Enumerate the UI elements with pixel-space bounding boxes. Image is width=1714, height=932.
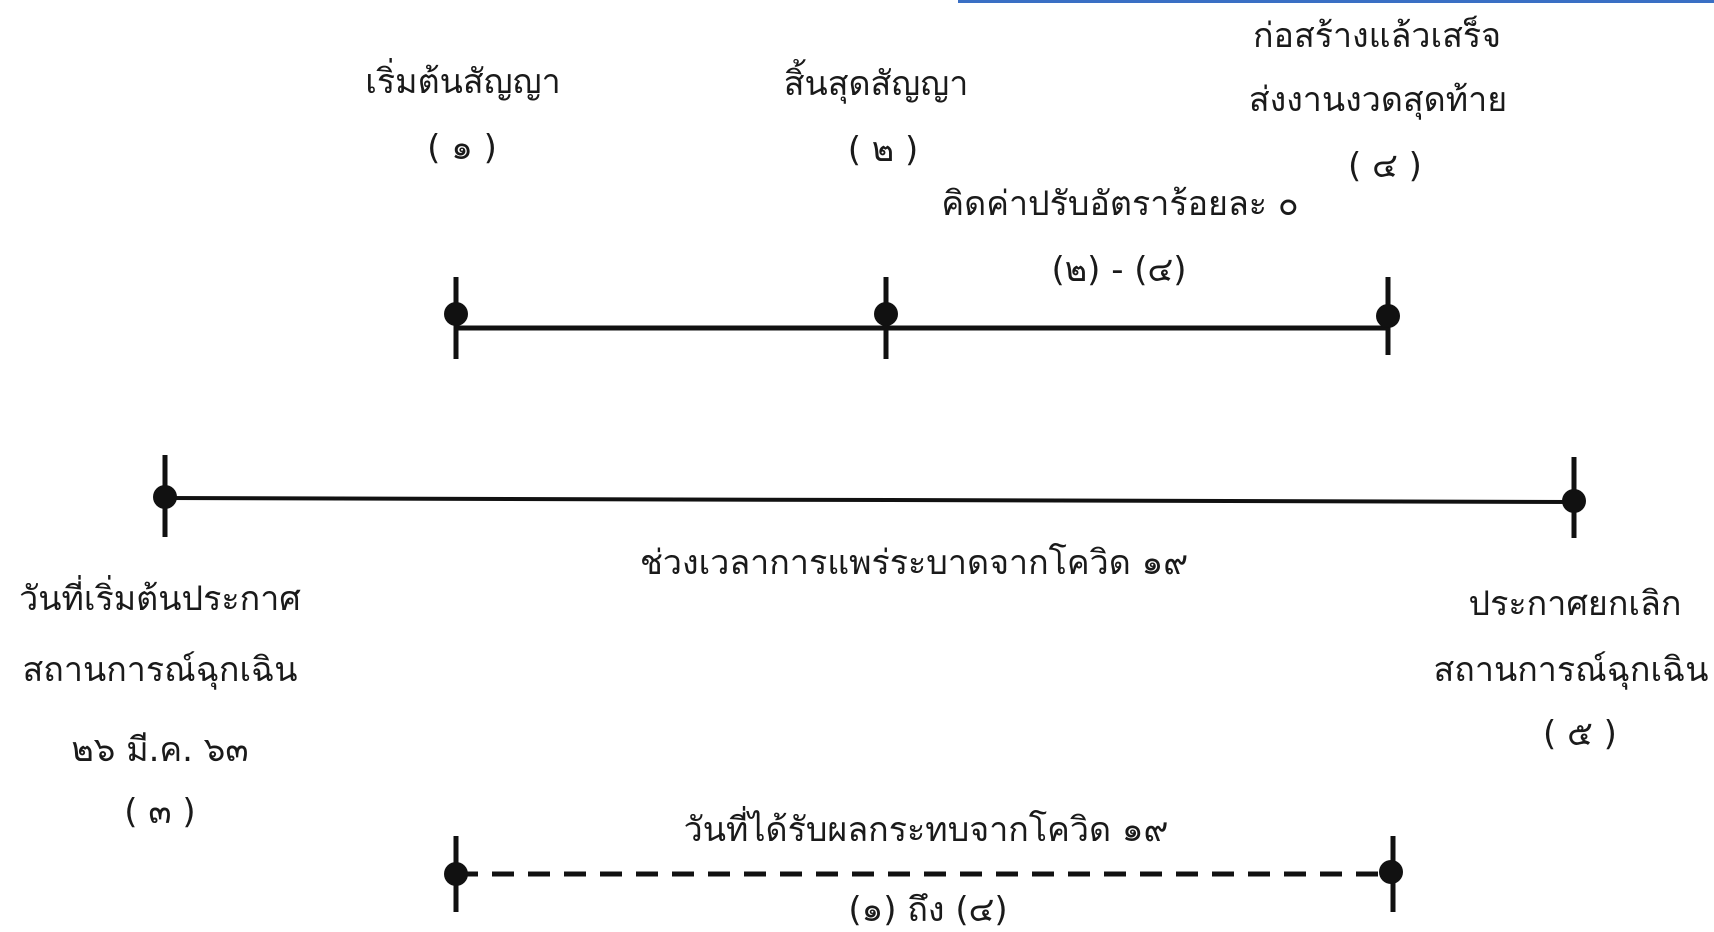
pandemic-period-label: ช่วงเวลาการแพร่ระบาดจากโควิด ๑๙ bbox=[639, 543, 1189, 583]
bottom-dot-start bbox=[444, 862, 468, 886]
emergency-start-number: ( ๓ ) bbox=[124, 792, 196, 832]
emergency-situation-label: สถานการณ์ฉุกเฉิน bbox=[22, 650, 298, 690]
contract-start-label: เริ่มต้นสัญญา bbox=[365, 62, 561, 102]
contract-start-number: ( ๑ ) bbox=[427, 128, 497, 168]
top-accent-bar bbox=[958, 0, 1714, 3]
contract-end-number: ( ๒ ) bbox=[847, 130, 919, 170]
affected-period-label: วันที่ได้รับผลกระทบจากโควิด ๑๙ bbox=[683, 810, 1169, 850]
final-delivery-label: ส่งงานงวดสุดท้าย bbox=[1248, 80, 1508, 120]
emergency-cancel-label: ประกาศยกเลิก bbox=[1468, 584, 1682, 624]
construction-complete-number: ( ๔ ) bbox=[1348, 146, 1422, 186]
top-dot-start bbox=[444, 302, 468, 326]
construction-complete-label: ก่อสร้างแล้วเสร็จ bbox=[1252, 16, 1502, 56]
affected-range-label: (๑) ถึง (๔) bbox=[848, 890, 1008, 930]
emergency-cancel-number: ( ๕ ) bbox=[1543, 714, 1617, 754]
top-dot-end bbox=[874, 302, 898, 326]
emergency-cancel-situation-label: สถานการณ์ฉุกเฉิน bbox=[1433, 650, 1709, 690]
emergency-start-label: วันที่เริ่มต้นประกาศ bbox=[19, 579, 301, 619]
emergency-start-date: ๒๖ มี.ค. ๖๓ bbox=[71, 730, 249, 770]
top-dot-complete bbox=[1376, 304, 1400, 328]
bottom-dot-end bbox=[1379, 860, 1403, 884]
middle-dot-start bbox=[153, 485, 177, 509]
penalty-rate-label: คิดค่าปรับอัตราร้อยละ ๐ bbox=[941, 184, 1299, 224]
middle-dot-end bbox=[1562, 489, 1586, 513]
middle-timeline-line bbox=[163, 496, 1574, 504]
penalty-range-label: (๒) - (๔) bbox=[1051, 250, 1187, 290]
contract-end-label: สิ้นสุดสัญญา bbox=[783, 64, 969, 104]
